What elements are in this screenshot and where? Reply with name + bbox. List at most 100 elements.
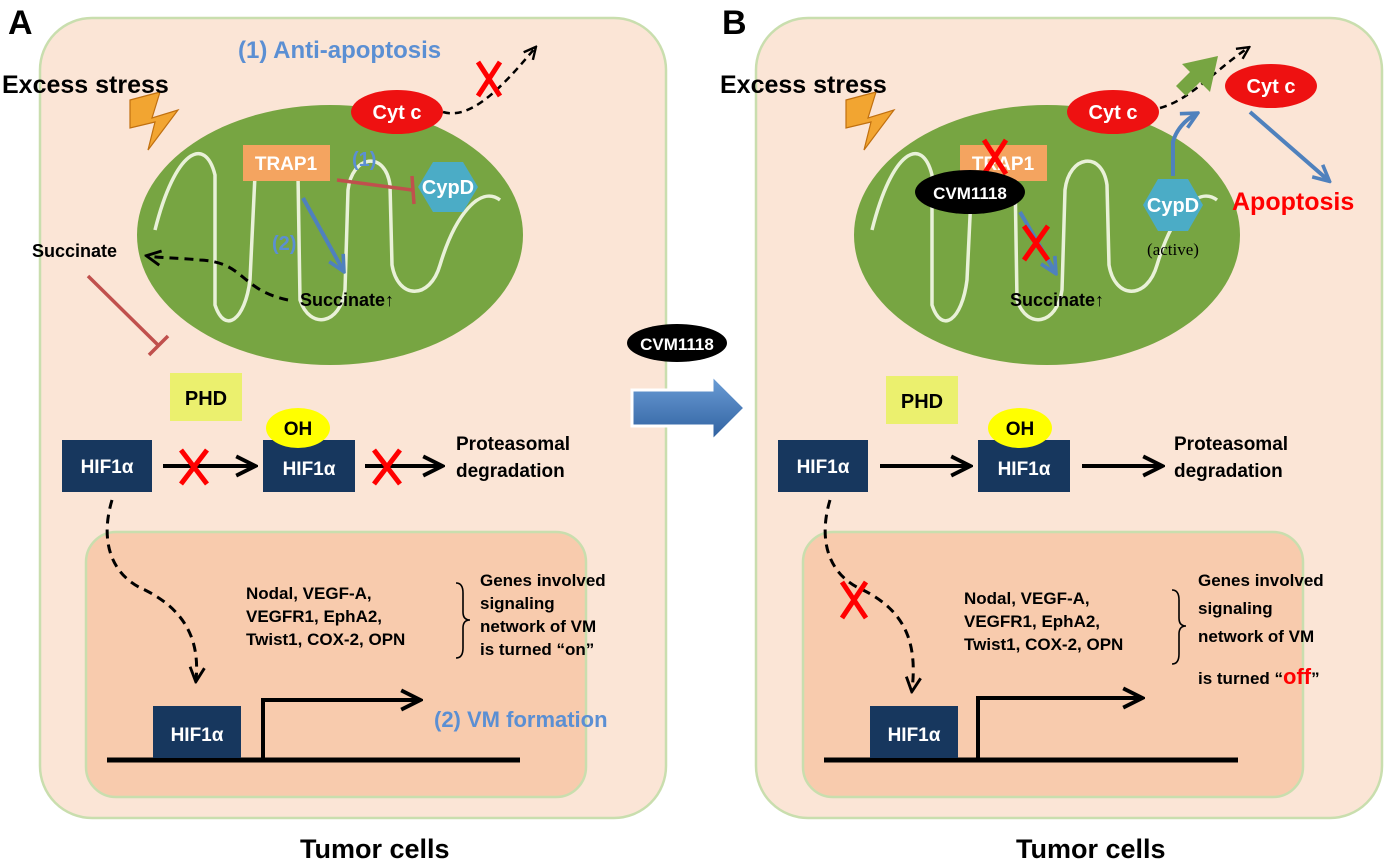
gene-list-line: Nodal, VEGF-A, — [246, 584, 372, 603]
vm-formation-label: (2) VM formation — [434, 707, 608, 732]
oh-ellipse — [266, 408, 330, 448]
cytc-label: Cyt c — [1089, 102, 1138, 124]
red-x-icon — [475, 60, 503, 98]
cytc-released-ellipse — [1225, 64, 1317, 108]
phd-label: PHD — [185, 388, 227, 410]
step-2-mark: (2) — [272, 233, 296, 255]
blue-arrow — [1248, 110, 1328, 180]
cypd-hexagon — [418, 162, 478, 212]
oh-label: OH — [284, 419, 313, 440]
mitochondrion-body — [854, 105, 1240, 365]
cvm1118-ellipse — [915, 170, 1025, 214]
succinate-inside-label: Succinate↑ — [300, 290, 394, 310]
panel-b: B Excess stress Cyt c Cyt c Apoptosis TR… — [720, 4, 1384, 864]
hif1a-translocation-arrow — [105, 499, 196, 680]
trap1-box — [243, 145, 330, 181]
hif1a-promoter-label: HIF1α — [171, 725, 224, 746]
red-x-icon — [981, 138, 1009, 176]
treatment-transition: CVM1118 — [627, 324, 748, 445]
phd-box — [170, 373, 242, 421]
genes-note-line-1: Genes involved — [480, 571, 606, 590]
cytc-ellipse — [351, 90, 443, 134]
gene-list-line: VEGFR1, EphA2, — [964, 612, 1100, 631]
anti-apoptosis-label: (1) Anti-apoptosis — [238, 37, 441, 64]
cytc-ellipse — [1067, 90, 1159, 134]
red-x-icon — [839, 580, 869, 620]
cypd-label: CypD — [422, 177, 474, 199]
excess-stress-label: Excess stress — [720, 71, 887, 99]
red-x-icon — [1021, 224, 1051, 262]
phd-label: PHD — [901, 391, 943, 413]
hif1a-oh-box — [263, 440, 355, 492]
tumor-cells-caption: Tumor cells — [1016, 834, 1166, 864]
transcription-arrow — [261, 700, 418, 760]
cvm1118-label: CVM1118 — [933, 184, 1007, 203]
cypd-label: CypD — [1147, 195, 1199, 217]
red-x-icon — [179, 448, 209, 486]
cypd-hexagon — [1143, 179, 1203, 231]
hif1a-oh-label: HIF1α — [998, 459, 1051, 480]
cristae-line — [870, 147, 1219, 323]
degradation-label: degradation — [1174, 461, 1283, 482]
oh-label: OH — [1006, 419, 1035, 440]
cvm1118-label: CVM1118 — [640, 335, 714, 354]
cytc-label: Cyt c — [373, 102, 422, 124]
cytc-released-label: Cyt c — [1247, 76, 1296, 98]
cytc-release-arrow — [442, 48, 535, 115]
gene-list-line: Twist1, COX-2, OPN — [964, 635, 1123, 654]
transcription-arrow — [976, 698, 1140, 760]
inhibition-line — [336, 178, 413, 192]
gene-list-line: VEGFR1, EphA2, — [246, 607, 382, 626]
blue-arrow — [301, 197, 343, 270]
mitochondrion — [854, 105, 1240, 365]
mitochondrion — [137, 105, 523, 365]
gene-list-line: Nodal, VEGF-A, — [964, 589, 1090, 608]
oh-ellipse — [988, 408, 1052, 448]
genes-note-line-4: is turned “on” — [480, 640, 594, 659]
hif1a-box — [778, 440, 868, 492]
gene-list-line: Twist1, COX-2, OPN — [246, 630, 405, 649]
succinate-outside-label: Succinate — [32, 241, 117, 261]
excess-stress-label: Excess stress — [2, 71, 169, 99]
inhibition-bar — [410, 175, 416, 205]
genes-note-line-1: Genes involved — [1198, 571, 1324, 590]
panel-b-letter: B — [722, 4, 747, 42]
gene-bracket — [455, 582, 471, 659]
genes-note-line-3: network of VM — [1198, 627, 1314, 646]
hif1a-promoter-box — [870, 706, 958, 758]
blue-arrow — [1171, 114, 1196, 176]
succinate-inhibition-bar — [147, 334, 170, 357]
panel-a-letter: A — [8, 4, 33, 42]
tumor-cells-caption: Tumor cells — [300, 834, 450, 864]
turned-prefix: is turned “ — [1198, 669, 1283, 688]
hif1a-oh-label: HIF1α — [283, 459, 336, 480]
hif1a-oh-box — [978, 440, 1070, 492]
genes-note-line-2: signaling — [480, 594, 555, 613]
step-1-mark: (1) — [352, 149, 376, 171]
genes-note-line-3: network of VM — [480, 617, 596, 636]
apoptosis-label: Apoptosis — [1232, 188, 1354, 216]
succinate-inside-label: Succinate↑ — [1010, 290, 1104, 310]
hif1a-label: HIF1α — [81, 457, 134, 478]
gene-bracket — [1171, 589, 1187, 665]
turned-suffix: ” — [1311, 669, 1320, 688]
cypd-active-label: (active) — [1147, 240, 1199, 259]
succinate-inhibition-line — [86, 274, 160, 347]
trap1-label: TRAP1 — [255, 154, 318, 175]
phd-box — [886, 376, 958, 424]
hif1a-promoter-label: HIF1α — [888, 725, 941, 746]
cristae-line — [153, 147, 502, 323]
proteasomal-label: Proteasomal — [1174, 434, 1288, 455]
lightning-icon — [129, 91, 180, 151]
degradation-label: degradation — [456, 461, 565, 482]
treatment-arrow — [630, 371, 748, 445]
proteasomal-label: Proteasomal — [456, 434, 570, 455]
green-release-arrow — [1176, 56, 1218, 96]
panel-a: A Excess stress (1) Anti-apoptosis Cyt c… — [2, 4, 668, 864]
red-x-icon — [372, 448, 402, 486]
hif1a-label: HIF1α — [797, 457, 850, 478]
lightning-icon — [845, 91, 896, 151]
mitochondrion-body — [137, 105, 523, 365]
hif1a-box — [62, 440, 152, 492]
